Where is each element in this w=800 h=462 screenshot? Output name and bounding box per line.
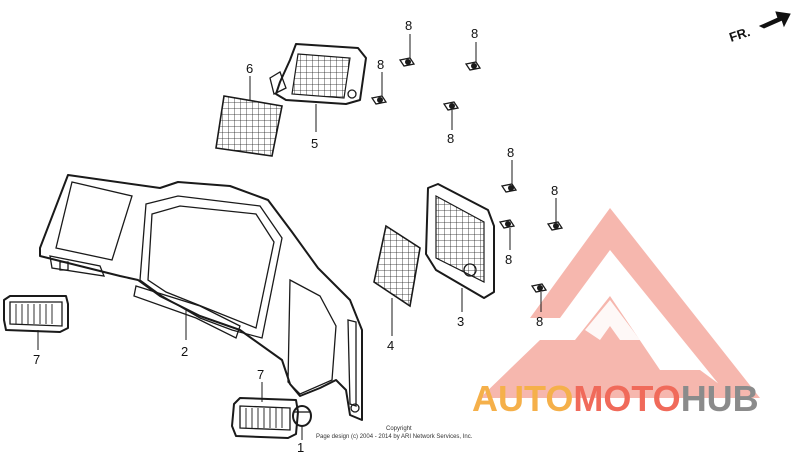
callout-part-8: 8 (505, 252, 512, 267)
watermark-hub-text: HUB (681, 378, 759, 419)
callout-part-8: 8 (551, 183, 558, 198)
callout-part-4: 4 (387, 338, 394, 353)
front-direction-indicator: FR. (727, 11, 791, 45)
watermark-auto-text: AUTO (472, 378, 573, 419)
callout-part-7-bottom: 7 (257, 367, 264, 382)
callout-part-8: 8 (536, 314, 543, 329)
part-6-grille (215, 95, 283, 157)
front-label: FR. (727, 24, 752, 45)
screw-icon (464, 61, 482, 71)
callout-part-2: 2 (181, 344, 188, 359)
callout-part-6: 6 (246, 61, 253, 76)
callout-part-3: 3 (457, 314, 464, 329)
screw-icon (498, 219, 516, 229)
screw-icon (442, 101, 460, 111)
copyright-line-2: Page design (c) 2004 - 2014 by ARI Netwo… (316, 434, 473, 440)
watermark-moto-text: MOTO (573, 378, 680, 419)
screws-part-8 (370, 57, 564, 293)
svg-text:AUTOMOTOHUB: AUTOMOTOHUB (472, 378, 759, 419)
part-4-grille (373, 224, 421, 308)
part-7-vent-left (3, 295, 69, 333)
screw-icon (370, 95, 388, 105)
part-7-vent-bottom (231, 397, 299, 439)
screw-icon (500, 183, 518, 193)
callout-part-8: 8 (507, 145, 514, 160)
watermark-logo: AUTOMOTOHUB (472, 208, 760, 419)
callout-part-8: 8 (447, 131, 454, 146)
part-5-speaker (269, 43, 367, 105)
part-3-speaker (425, 183, 495, 299)
screw-icon (398, 57, 416, 67)
callout-part-8: 8 (471, 26, 478, 41)
screw-icon (530, 283, 548, 293)
part-2-meter-visor (39, 174, 363, 421)
callout-part-5: 5 (311, 136, 318, 151)
callout-labels: 1 2 3 4 5 6 7 7 8 8 8 8 8 8 8 8 8 (33, 18, 558, 455)
front-arrow-icon (758, 11, 791, 29)
callout-part-1: 1 (297, 440, 304, 455)
watermark-triangle-icon (480, 208, 760, 398)
copyright-line-1: Copyright (386, 426, 412, 432)
callout-part-8: 8 (377, 57, 384, 72)
callout-part-7-left: 7 (33, 352, 40, 367)
part-1-knob (292, 405, 312, 427)
callout-part-8: 8 (405, 18, 412, 33)
screw-icon (546, 221, 564, 231)
copyright-notice: Copyright Page design (c) 2004 - 2014 by… (316, 426, 473, 440)
leader-lines (37, 34, 557, 440)
